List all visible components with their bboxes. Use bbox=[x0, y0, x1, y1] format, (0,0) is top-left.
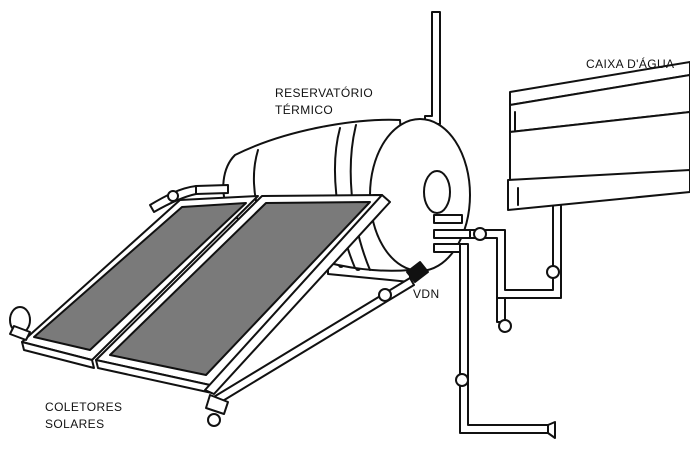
outlet-pipe-upper bbox=[433, 214, 463, 224]
reservoir-label-line2: TÉRMICO bbox=[275, 103, 334, 117]
solar-collector-left bbox=[21, 195, 259, 369]
reservoir-outlet bbox=[423, 170, 451, 214]
top-connection-pipe bbox=[195, 184, 229, 195]
vent-pipe bbox=[424, 11, 441, 125]
collectors-label-line1: COLETORES bbox=[45, 400, 123, 414]
water-tank bbox=[507, 61, 690, 211]
reservoir-label-line1: RESERVATÓRIO bbox=[275, 86, 374, 100]
water-tank-label: CAIXA D'ÁGUA bbox=[586, 57, 675, 71]
vdn-valve bbox=[406, 261, 429, 283]
drain-pipe bbox=[496, 297, 506, 323]
collectors-label-line2: SOLARES bbox=[45, 417, 105, 431]
vdn-label: VDN bbox=[413, 287, 440, 301]
support-rail bbox=[204, 194, 391, 395]
collector-left-cap bbox=[9, 306, 31, 341]
tank-connection-pipe bbox=[469, 197, 562, 299]
